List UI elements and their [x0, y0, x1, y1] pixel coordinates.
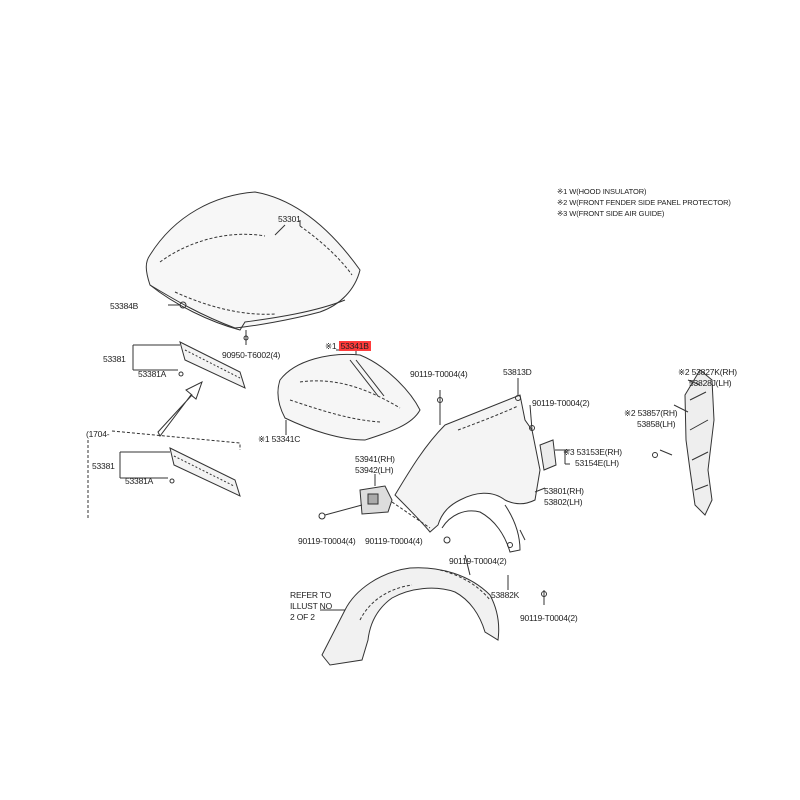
- hood-insulator-part[interactable]: [277, 353, 421, 441]
- insulator-part-number-highlight: 53341B: [338, 341, 371, 351]
- fender-liner-part[interactable]: [321, 567, 500, 666]
- label-air-guide-lh[interactable]: 53858(LH): [637, 419, 676, 429]
- fender-bracket-part[interactable]: [359, 485, 393, 515]
- label-bracket-lh[interactable]: 53942(LH): [355, 465, 394, 475]
- side-panel-rh-number: 53827K(RH): [691, 367, 737, 377]
- refer-line-1: REFER TO: [290, 590, 332, 600]
- label-bolt-f[interactable]: 90119-T0004(2): [520, 613, 578, 623]
- note-3: ※3 W(FRONT SIDE AIR GUIDE): [557, 209, 665, 218]
- label-insulator-bolt[interactable]: 90950-T6002(4): [222, 350, 281, 360]
- label-nut-a[interactable]: 53813D: [503, 367, 532, 377]
- label-cowl-seal-clip-2[interactable]: 53381A: [125, 476, 154, 486]
- seal-rh-number: 53153E(RH): [576, 447, 622, 457]
- hood-clip[interactable]: [179, 301, 187, 309]
- note-2: ※2 W(FRONT FENDER SIDE PANEL PROTECTOR): [557, 198, 731, 207]
- fender-seal-part[interactable]: [539, 439, 557, 471]
- side-panel-protector-part[interactable]: [684, 369, 715, 516]
- label-fender-rh[interactable]: 53801(RH): [544, 486, 584, 496]
- air-guide-rh-number: 53857(RH): [637, 408, 678, 418]
- refer-line-2: ILLUST NO: [290, 601, 332, 611]
- label-cowl-seal-2[interactable]: 53381: [92, 461, 115, 471]
- seal-mark: ※3: [563, 447, 575, 457]
- label-bolt-a[interactable]: 90119-T0004(4): [410, 369, 468, 379]
- label-hood[interactable]: 53301: [278, 214, 301, 224]
- label-seal-rh[interactable]: ※3 53153E(RH): [563, 447, 622, 457]
- label-bolt-c[interactable]: 90119-T0004(4): [298, 536, 356, 546]
- hood-part[interactable]: [145, 191, 361, 331]
- label-fender-lh[interactable]: 53802(LH): [544, 497, 583, 507]
- label-bracket-rh[interactable]: 53941(RH): [355, 454, 395, 464]
- label-side-panel-lh[interactable]: 53828J(LH): [689, 378, 732, 388]
- cowl-seal-variant-part[interactable]: [169, 447, 241, 497]
- label-insulator-clip[interactable]: ※1 53341C: [258, 434, 300, 444]
- label-seal-lh[interactable]: 53154E(LH): [575, 458, 619, 468]
- air-guide-mark: ※2: [624, 408, 636, 418]
- label-variant-date: (1704-: [86, 429, 110, 439]
- label-air-guide-rh[interactable]: ※2 53857(RH): [624, 408, 678, 418]
- label-bolt-e[interactable]: 90119-T0004(2): [449, 556, 507, 566]
- label-bolt-d[interactable]: 90119-T0004(4): [365, 536, 423, 546]
- label-bolt-b[interactable]: 90119-T0004(2): [532, 398, 590, 408]
- cowl-seal-part[interactable]: [179, 341, 246, 389]
- label-insulator[interactable]: ※1 53341B: [325, 341, 371, 351]
- insulator-clip-mark: ※1: [258, 434, 270, 444]
- side-panel-mark: ※2: [678, 367, 690, 377]
- label-cowl-seal[interactable]: 53381: [103, 354, 126, 364]
- insulator-clip-number: 53341C: [271, 434, 301, 444]
- label-cowl-seal-clip[interactable]: 53381A: [138, 369, 167, 379]
- front-fender-part[interactable]: [394, 394, 541, 553]
- label-side-panel-rh[interactable]: ※2 53827K(RH): [678, 367, 737, 377]
- refer-line-3: 2 OF 2: [290, 612, 315, 622]
- note-1: ※1 W(HOOD INSULATOR): [557, 187, 647, 196]
- label-liner-clip[interactable]: 53882K: [491, 590, 520, 600]
- direction-arrow: [157, 380, 203, 437]
- insulator-mark: ※1: [325, 341, 337, 351]
- label-hood-clip[interactable]: 53384B: [110, 301, 139, 311]
